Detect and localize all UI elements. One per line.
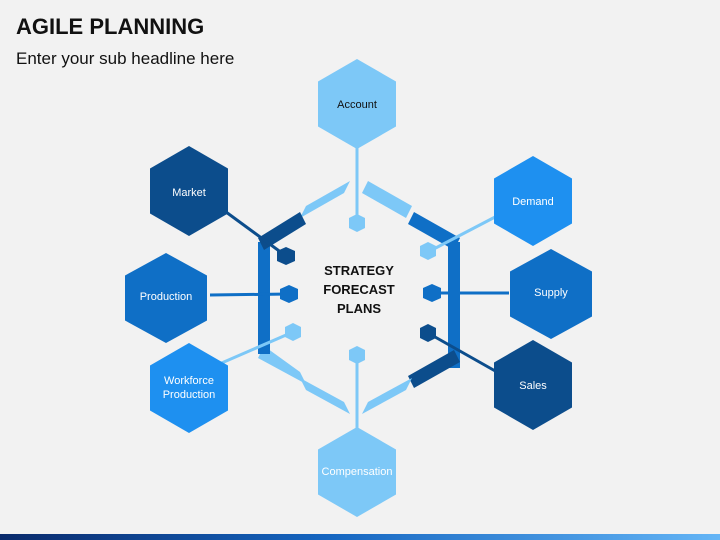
sales-label: Sales [519,380,547,392]
frame-segment-top-right [362,181,412,218]
workforce-hexagon [150,343,228,433]
small-hex-compensation [349,346,365,364]
node-compensation: Compensation [318,427,396,517]
market-hexagon [150,146,228,236]
small-hex-workforce [285,323,301,341]
connector-workforce [216,330,294,367]
connector-nodes [277,214,441,364]
sales-hexagon [494,340,572,430]
production-label: Production [140,291,193,303]
small-hex-market [277,247,295,265]
demand-hexagon [494,156,572,246]
center-line-3: PLANS [337,301,381,316]
supply-label: Supply [534,287,568,299]
frame-segment-right [448,242,460,368]
node-production: Production [125,253,207,343]
bottom-accent-bar [0,534,720,540]
node-account: Account [318,59,396,149]
node-workforce-production: Workforce Production [150,343,228,433]
supply-hexagon [510,249,592,339]
market-label: Market [172,187,206,199]
account-hexagon [318,59,396,149]
center-text: STRATEGY FORECAST PLANS [323,263,395,316]
connector-market [225,210,287,258]
small-hex-account [349,214,365,232]
frame-segment-top-left [300,181,350,218]
frame-segment-bottom-right [362,378,412,414]
page-title: AGILE PLANNING [16,14,205,39]
connector-production [209,292,290,297]
connector-lines [209,138,509,432]
small-hex-demand [420,242,436,260]
account-label: Account [337,99,377,111]
frame-segment-lower-right [408,350,460,388]
page-subtitle: Enter your sub headline here [16,49,235,68]
center-hexagon-frame [258,181,460,414]
small-hex-supply [423,284,441,302]
small-hex-production [280,285,298,303]
compensation-label: Compensation [322,466,393,478]
connector-demand [427,214,498,254]
frame-segment-upper-left [258,212,306,250]
frame-segment-lower-left [258,346,306,384]
small-hex-sales [420,324,436,342]
compensation-hexagon [318,427,396,517]
node-demand: Demand [494,156,572,246]
frame-segment-bottom-left [300,378,350,414]
node-market: Market [150,146,228,236]
workforce-label-line1: Workforce [164,375,214,387]
node-supply: Supply [510,249,592,339]
center-line-2: FORECAST [323,282,395,297]
production-hexagon [125,253,207,343]
demand-label: Demand [512,196,554,208]
frame-segment-left [258,242,270,354]
center-line-1: STRATEGY [324,263,394,278]
connector-sales [427,331,498,374]
node-sales: Sales [494,340,572,430]
workforce-label-line2: Production [163,389,216,401]
